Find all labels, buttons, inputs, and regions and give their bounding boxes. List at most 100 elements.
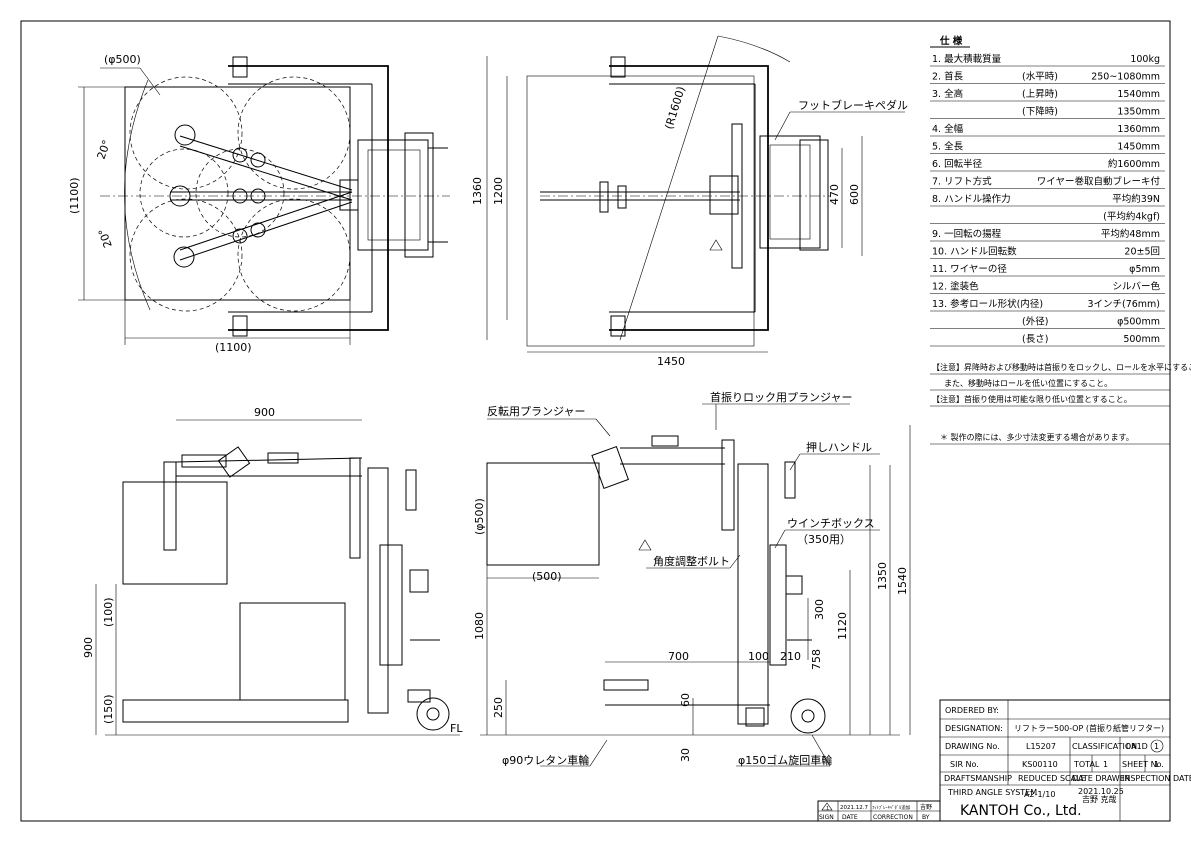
spec-note-2: 【注意】首振り使用は可能な限り低い位置とすること。 xyxy=(932,394,1132,404)
top-view xyxy=(486,35,905,353)
spec-row-label: 2. 首長 xyxy=(932,71,964,83)
spec-row-value: 1450mm xyxy=(1117,142,1160,153)
tb-ordered-by: ORDERED BY: xyxy=(945,706,999,715)
spec-row-value: 1350mm xyxy=(1117,107,1160,118)
rev-mark: 1 xyxy=(826,806,829,812)
tb-sir-value: KS00110 xyxy=(1022,760,1058,769)
sheet-border xyxy=(20,20,1171,822)
tb-reduced-label: REDUCED SCALE xyxy=(1018,774,1086,783)
label-push-handle: 押しハンドル xyxy=(806,440,872,454)
label-d60: 60 xyxy=(679,693,692,707)
spec-note-1b: また、移動時はロールを低い位置にすること。 xyxy=(944,378,1112,388)
label-d1120: 1120 xyxy=(836,612,849,640)
spec-row-value: 約1600mm xyxy=(1108,158,1160,170)
side-view-right xyxy=(480,403,911,767)
rev-h-sign: SIGN xyxy=(819,814,834,821)
label-wheel-150: φ150ゴム旋回車輪 xyxy=(738,753,832,767)
tb-designation-value: リフトラー500-OP (首振り紙管リフター) xyxy=(1014,723,1164,733)
tb-drawing-no-label: DRAWING No. xyxy=(945,742,1000,751)
label-d900-side: 900 xyxy=(82,637,95,658)
spec-row-value: 3インチ(76mm) xyxy=(1087,299,1160,310)
label-d758: 758 xyxy=(810,649,823,670)
spec-table-lines xyxy=(930,46,1165,347)
rev-correction: ﾌｯﾄﾌﾞﾚｰｷﾍﾟﾀﾞﾙ追加 xyxy=(872,804,911,811)
label-fl: FL xyxy=(450,722,463,735)
tb-sheet-value: 1 xyxy=(1154,760,1159,769)
spec-row-label: 1. 最大積載質量 xyxy=(932,53,1002,65)
rev-by: 吉野 xyxy=(920,803,932,811)
spec-row-label: 8. ハンドル操作力 xyxy=(932,193,1011,205)
label-d1100-h: (1100) xyxy=(215,341,252,354)
spec-row-value: ワイヤー巻取自動ブレーキ付 xyxy=(1037,176,1161,188)
spec-row-condition: (上昇時) xyxy=(1022,89,1058,100)
title-block xyxy=(939,699,1171,822)
label-d100b: 100 xyxy=(748,650,769,663)
label-wheel-90: φ90ウレタン車輪 xyxy=(502,753,589,767)
spec-row-condition: (長さ) xyxy=(1022,334,1048,345)
spec-row-label: 6. 回転半径 xyxy=(932,158,983,170)
label-d600: 600 xyxy=(848,184,861,205)
spec-row-value: シルバー色 xyxy=(1112,281,1160,293)
label-d900-top: 900 xyxy=(254,406,275,419)
label-neck-plunger: 首振りロック用プランジャー xyxy=(710,390,852,404)
spec-row-value: 100kg xyxy=(1130,54,1160,65)
tb-total-label: TOTAL xyxy=(1073,760,1100,769)
spec-title: 仕 様 xyxy=(939,35,963,47)
label-d1540: 1540 xyxy=(896,567,909,595)
label-angle-2: 20° xyxy=(96,227,115,250)
spec-row-label: 7. リフト方式 xyxy=(932,176,992,188)
spec-row-value: 20±5回 xyxy=(1124,247,1160,258)
spec-row-label: 10. ハンドル回転数 xyxy=(932,246,1017,258)
label-d1100-v: (1100) xyxy=(68,177,81,214)
spec-row-value: φ500mm xyxy=(1117,317,1160,328)
revision-block xyxy=(817,800,941,822)
label-d1200: 1200 xyxy=(492,177,505,205)
spec-row-value: 250~1080mm xyxy=(1091,72,1160,83)
spec-row-condition: (下降時) xyxy=(1022,106,1058,118)
rev-h-correction: CORRECTION xyxy=(873,814,913,821)
label-angle-bolt: 角度調整ボルト xyxy=(653,554,730,568)
label-d150: (150) xyxy=(102,694,115,724)
spec-row-value: 1540mm xyxy=(1117,89,1160,100)
spec-note-1: 【注意】昇降時および移動時は首振りをロックし、ロールを水平にすること。 xyxy=(932,362,1191,372)
tb-company: KANTOH Co., Ltd. xyxy=(960,803,1082,819)
label-d100: (100) xyxy=(102,597,115,627)
label-d500-v: (φ500) xyxy=(473,498,486,535)
tb-third-angle: THIRD ANGLE SYSTEM xyxy=(947,788,1037,797)
side-view-left xyxy=(95,419,460,736)
label-flip-plunger: 反転用プランジャー xyxy=(487,405,585,418)
tb-sir-label: SIR No. xyxy=(950,760,979,769)
rev-h-date: DATE xyxy=(842,814,858,821)
tb-date-drawer-label: DATE DRAWER xyxy=(1072,774,1131,783)
spec-row-value: 500mm xyxy=(1123,334,1160,345)
spec-row-label: 4. 全幅 xyxy=(932,123,964,135)
plan-view xyxy=(78,56,450,345)
label-winch-box-sub: （350用） xyxy=(797,533,851,546)
label-d470: 470 xyxy=(828,184,841,205)
label-d300: 300 xyxy=(813,599,826,620)
label-d1360: 1360 xyxy=(471,177,484,205)
label-d1350: 1350 xyxy=(876,562,889,590)
spec-row-value: (平均約4kgf) xyxy=(1103,211,1160,223)
tb-designation-label: DESIGNATION: xyxy=(945,724,1003,733)
label-d500-top: (φ500) xyxy=(104,53,141,66)
tb-date-value: 2021.10.25 xyxy=(1078,787,1124,796)
tb-inspection-label: INSPECTION DATE BY xyxy=(1122,774,1191,783)
spec-row-value: φ5mm xyxy=(1129,264,1160,275)
spec-note-3: ＊ 製作の際には、多少寸法変更する場合があります。 xyxy=(940,432,1134,442)
spec-row-label: 12. 塗装色 xyxy=(932,281,979,293)
tb-drawing-no-value: L15207 xyxy=(1026,742,1056,751)
spec-row-condition: (水平時) xyxy=(1022,71,1058,83)
label-d500-h: (500) xyxy=(532,570,562,583)
spec-row-label: 13. 参考ロール形状(内径) xyxy=(932,298,1043,310)
spec-row-label: 5. 全長 xyxy=(932,141,964,153)
spec-row-condition: (外径) xyxy=(1022,316,1048,328)
spec-row-label: 3. 全高 xyxy=(932,88,963,100)
label-d700: 700 xyxy=(668,650,689,663)
tb-drawer-value: 吉野 克哉 xyxy=(1082,794,1117,804)
label-d30: 30 xyxy=(679,748,692,762)
tb-classification-value: 0A1D xyxy=(1126,742,1148,751)
spec-row-value: 平均約48mm xyxy=(1101,228,1160,240)
tb-rev: 1 xyxy=(1154,742,1159,751)
label-d1450: 1450 xyxy=(657,355,685,368)
